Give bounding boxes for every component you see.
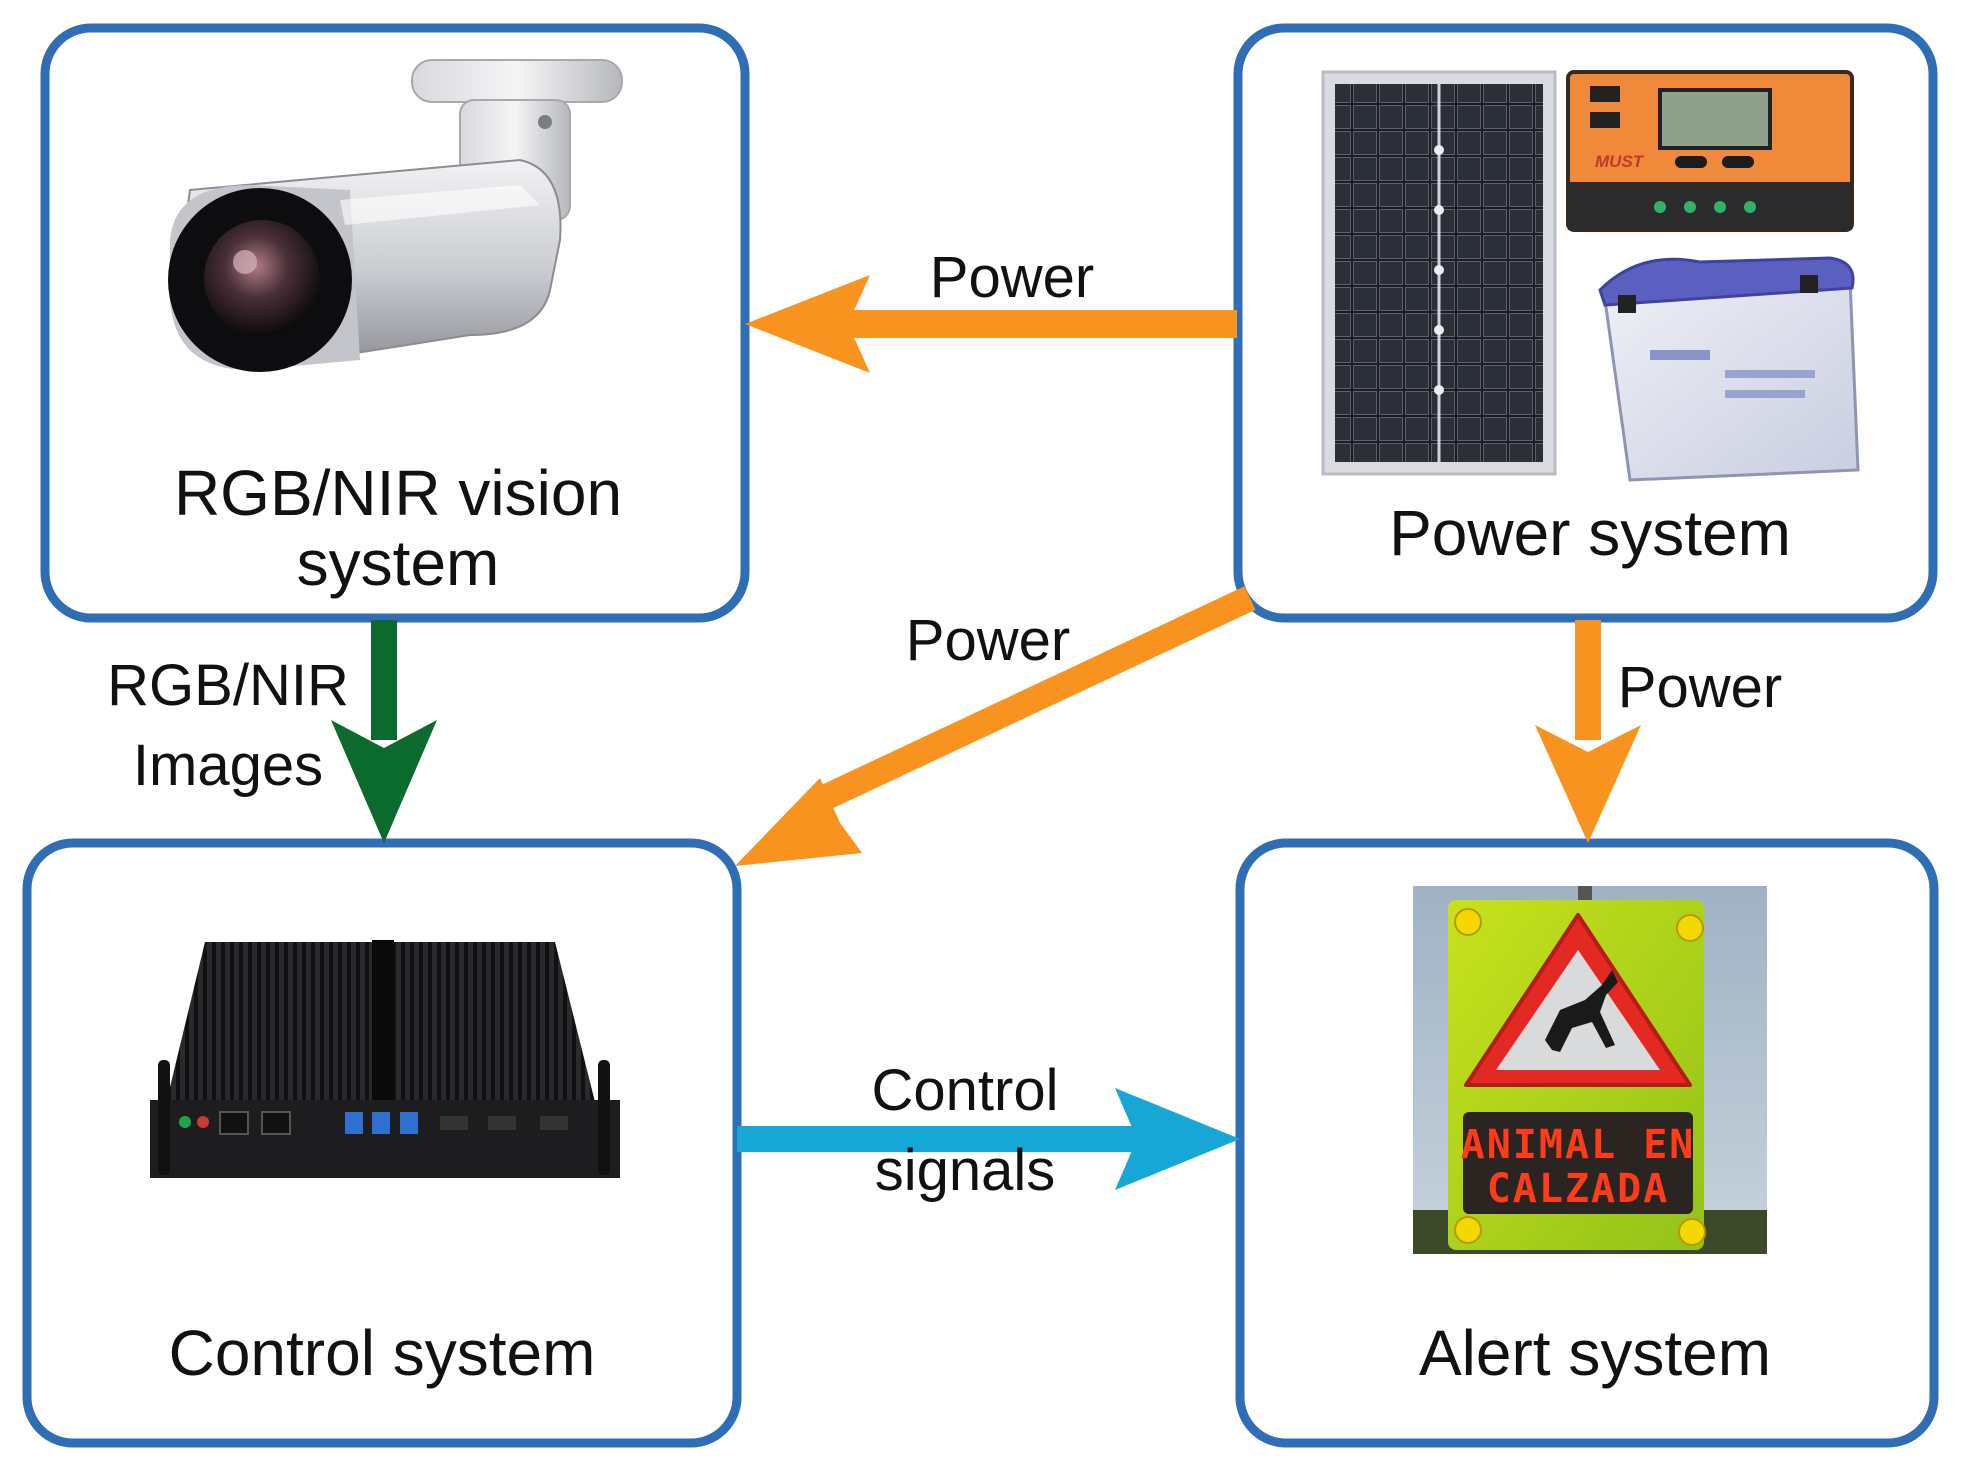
charge-controller-image: MUST — [1566, 70, 1854, 232]
animal-warning-sign-image: ANIMAL EN CALZADA — [1413, 886, 1767, 1254]
fanless-mini-pc-image — [150, 940, 620, 1178]
edge-vision-to-control-label-line2: Images — [133, 733, 323, 798]
edge-control-to-alert-label-line1: Control — [872, 1058, 1059, 1123]
edge-vision-to-control-label-line1: RGB/NIR — [107, 653, 349, 718]
edge-power-to-vision-label: Power — [930, 245, 1094, 310]
vision-system-title-line2: system — [297, 527, 500, 599]
edge-power-to-alert-label: Power — [1618, 655, 1782, 720]
edge-power-to-vision: Power — [745, 245, 1237, 373]
vision-system-title-line1: RGB/NIR vision — [174, 457, 622, 529]
solar-panel-image — [1321, 70, 1557, 476]
power-system-title: Power system — [1389, 497, 1791, 569]
sign-text-line2: CALZADA — [1487, 1166, 1670, 1212]
battery-image — [1598, 256, 1860, 482]
vision-system-box: RGB/NIR vision system — [40, 23, 750, 623]
control-system-box: Control system — [22, 838, 742, 1448]
sign-text-line1: ANIMAL EN — [1461, 1122, 1696, 1168]
edge-control-to-alert: Control signals — [737, 1058, 1240, 1203]
edge-power-to-control: Power — [735, 586, 1256, 866]
controller-logo: MUST — [1595, 152, 1645, 171]
edge-power-to-alert: Power — [1535, 620, 1782, 843]
edge-power-to-control-label: Power — [906, 608, 1070, 673]
bullet-camera-image — [168, 59, 623, 372]
power-system-box: MUST Power system — [1233, 23, 1938, 623]
alert-system-title: Alert system — [1419, 1317, 1771, 1389]
control-system-title: Control system — [169, 1317, 596, 1389]
edge-vision-to-control: RGB/NIR Images — [107, 620, 437, 843]
edge-control-to-alert-label-line2: signals — [875, 1138, 1056, 1203]
alert-system-box: ANIMAL EN CALZADA Alert system — [1235, 838, 1939, 1448]
